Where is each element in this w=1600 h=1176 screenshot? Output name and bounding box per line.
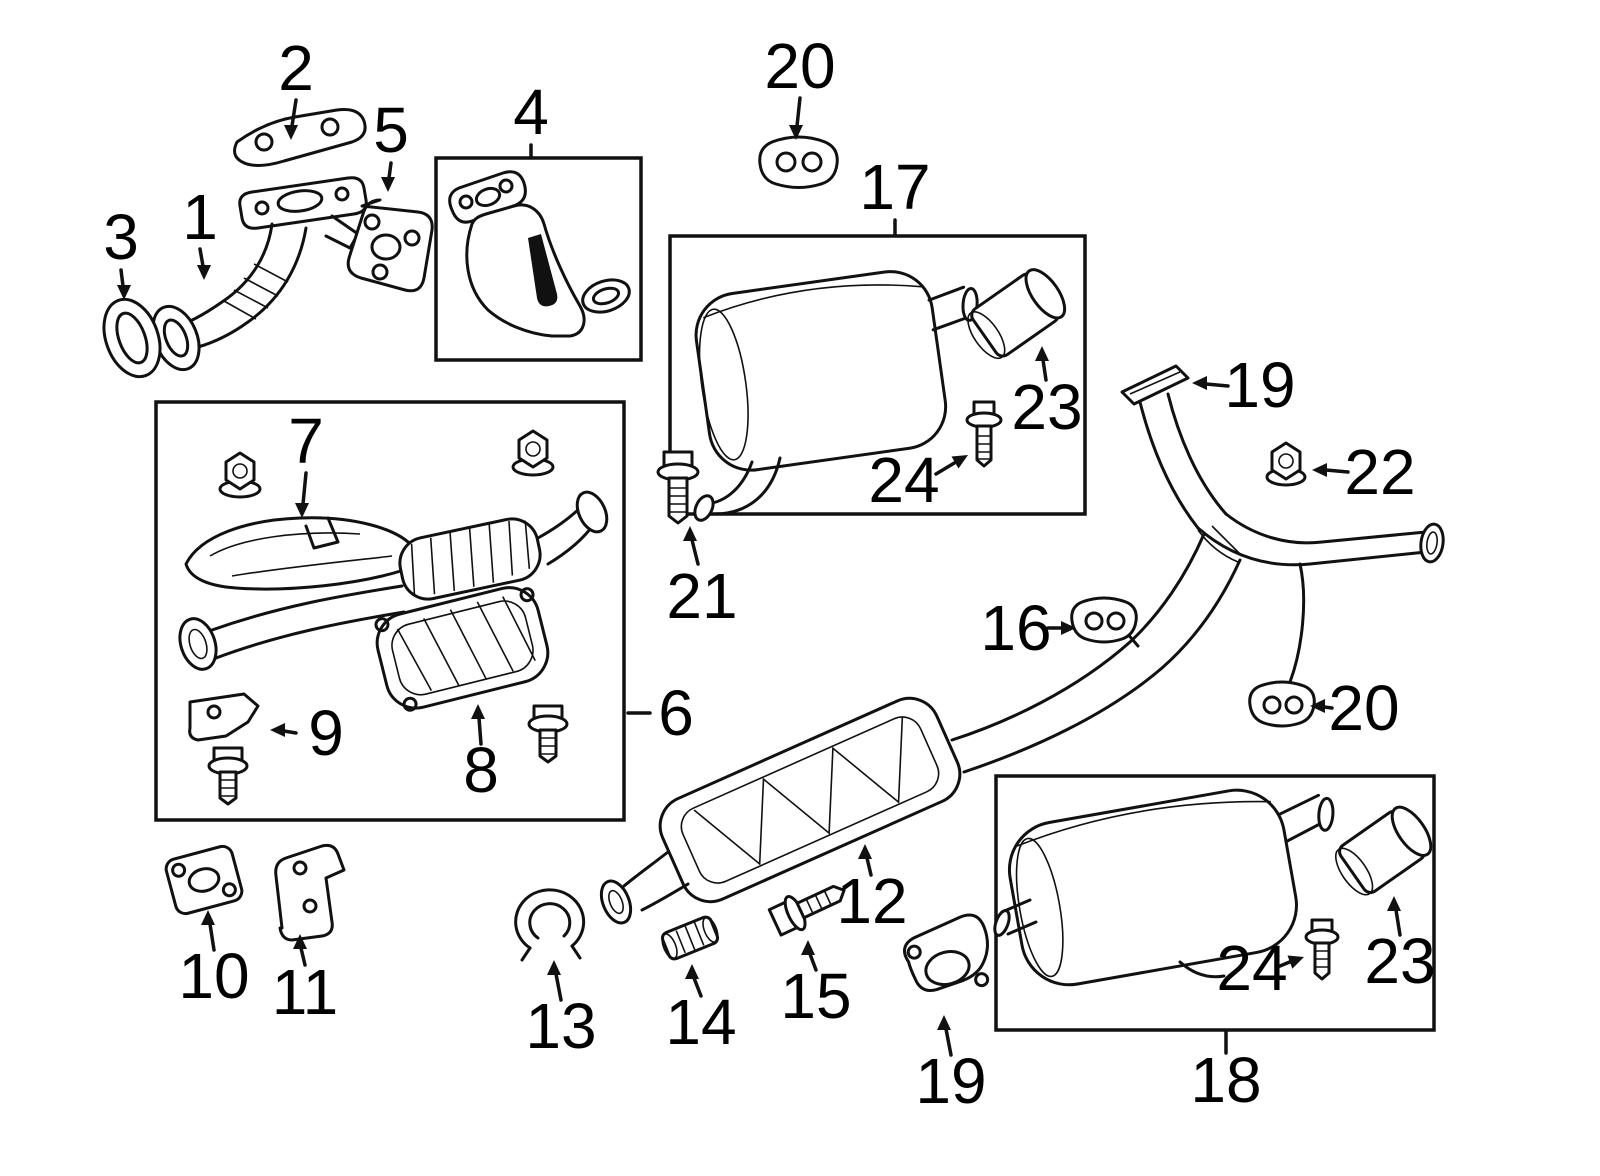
exhaust-tip-23a (967, 268, 1067, 360)
leader-15 (801, 940, 818, 972)
callout-11: 11 (272, 956, 338, 1028)
leader-23a (1035, 346, 1049, 382)
leader-3 (117, 268, 131, 300)
leader-2 (284, 98, 298, 140)
callout-12: 12 (836, 865, 907, 937)
flange-nut-left (218, 451, 262, 499)
callout-8: 8 (463, 734, 499, 806)
callout-23-b: 23 (1364, 925, 1435, 997)
bolt-box6-right (527, 704, 569, 764)
gasket-10 (164, 844, 244, 916)
catalytic-converter-4 (448, 170, 631, 338)
part-6-box (154, 400, 626, 822)
rear-muffler-17 (693, 270, 979, 522)
part-4-box (434, 156, 643, 362)
heat-shield-7 (184, 516, 419, 591)
leader-23b (1387, 896, 1402, 937)
leader-19a (1192, 376, 1230, 390)
part-18-box (994, 774, 1436, 1032)
callout-10: 10 (178, 940, 249, 1012)
callout-6: 6 (658, 677, 694, 749)
bolt-15 (767, 884, 846, 937)
callout-17: 17 (859, 151, 930, 223)
leader-21 (683, 526, 700, 566)
leader-lines (117, 96, 1402, 1057)
clamp-13 (514, 888, 586, 962)
callout-21: 21 (666, 560, 737, 632)
callout-15: 15 (780, 960, 851, 1032)
leader-24a (934, 448, 972, 476)
callout-19-top: 19 (1224, 349, 1295, 421)
leader-19b (937, 1015, 953, 1057)
callout-7: 7 (288, 405, 324, 477)
leader-5 (381, 161, 395, 192)
callout-19-bottom: 19 (915, 1045, 986, 1117)
rear-muffler-18 (993, 788, 1335, 987)
leader-1 (197, 247, 211, 280)
leader-9 (270, 723, 298, 737)
leader-24b (1278, 950, 1307, 969)
callout-20-right: 20 (1328, 672, 1399, 744)
callout-16: 16 (980, 592, 1051, 664)
callout-18: 18 (1190, 1044, 1261, 1116)
exhaust-tip-23b (1335, 805, 1433, 896)
flange-nut-22 (1265, 441, 1307, 487)
bracket-11 (274, 843, 346, 942)
bolt-24b (1304, 918, 1340, 981)
gasket-5 (346, 198, 434, 293)
leader-12 (858, 844, 873, 877)
center-converter-pipe-6 (178, 490, 609, 671)
hanger-16 (1070, 596, 1138, 644)
hanger-20-top (758, 135, 839, 189)
leader-8 (471, 704, 485, 746)
spacer-14 (660, 915, 720, 961)
bolt-21 (656, 450, 700, 525)
leader-14 (685, 964, 703, 998)
gasket-3 (102, 297, 162, 379)
manifold-gasket-2 (233, 108, 367, 167)
callout-13: 13 (525, 990, 596, 1062)
bolt-box6-left (207, 746, 249, 806)
bracket-9 (188, 692, 260, 742)
middle-muffler-12 (599, 696, 962, 925)
callout-1: 1 (182, 181, 218, 253)
leader-13 (547, 960, 563, 1002)
front-exhaust-pipe-1 (151, 176, 368, 372)
gasket-19-top (1120, 364, 1190, 406)
leader-10 (201, 910, 216, 952)
leader-20b (1310, 699, 1334, 713)
callout-9: 9 (308, 697, 344, 769)
callout-2: 2 (278, 32, 314, 104)
lower-shield-8 (374, 586, 550, 712)
callout-24-b: 24 (1216, 932, 1287, 1004)
leader-22 (1312, 463, 1350, 477)
leader-11 (293, 934, 307, 967)
callout-4: 4 (513, 76, 549, 148)
hanger-20-right (1248, 680, 1316, 728)
tail-y-pipe-19 (950, 392, 1445, 774)
leader-20a (789, 96, 803, 140)
callout-23-a: 23 (1011, 371, 1082, 443)
callout-5: 5 (373, 94, 409, 166)
callout-3: 3 (103, 201, 139, 273)
leader-16 (1046, 621, 1076, 635)
callout-24-a: 24 (868, 444, 939, 516)
flange-nut-right (511, 429, 555, 477)
callout-20-top: 20 (764, 30, 835, 102)
callout-22: 22 (1344, 436, 1415, 508)
leader-7 (295, 471, 309, 518)
gasket-19-bottom (903, 913, 990, 992)
part-17-box (668, 234, 1087, 516)
callout-14: 14 (665, 986, 736, 1058)
bolt-24a (965, 400, 1003, 468)
